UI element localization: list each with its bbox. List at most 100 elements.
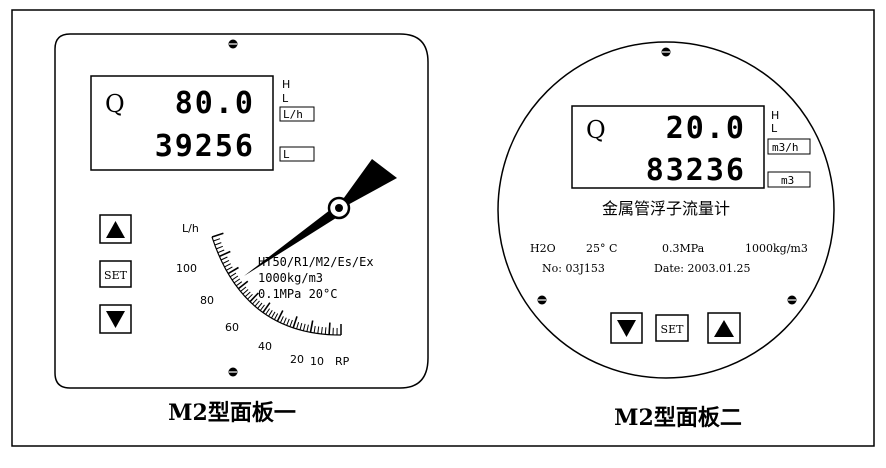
scale-tick	[214, 242, 222, 246]
scale-tick	[259, 304, 265, 311]
scale-tick	[306, 324, 309, 332]
low-indicator: L	[282, 92, 289, 105]
set-button[interactable]: SET	[99, 260, 132, 288]
scale-tick	[283, 317, 287, 325]
scale-tick	[227, 266, 239, 275]
total-unit: m3	[781, 174, 794, 187]
panel-2-caption: M2型面板二	[614, 405, 742, 431]
scale-tick	[324, 327, 327, 335]
total-unit-box	[767, 171, 811, 188]
scale-tick	[217, 249, 225, 254]
scale-tick	[273, 313, 279, 320]
down-button[interactable]	[610, 312, 643, 344]
scale-tick	[257, 302, 263, 309]
device-title: 金属管浮子流量计	[602, 199, 730, 218]
info-pressure: 0.3MPa	[662, 242, 705, 255]
info-medium: H2O	[530, 242, 556, 255]
screw-icon	[787, 295, 797, 305]
scale-tick	[220, 256, 228, 261]
spec-pressure-temp: 0.1MPa 20°C	[258, 287, 337, 301]
screw-icon	[661, 47, 671, 57]
scale-tick	[265, 308, 271, 315]
scale-label-10: 10	[310, 355, 324, 368]
scale-tick	[216, 245, 223, 250]
rate-unit: L/h	[283, 108, 303, 121]
set-button-label: SET	[104, 269, 128, 282]
scale-arc	[211, 236, 342, 336]
scale-tick	[231, 275, 239, 281]
scale-label-20: 20	[290, 353, 304, 366]
lcd-symbol: Q	[105, 90, 125, 118]
info-temperature: 25° C	[586, 242, 617, 255]
scale-tick	[240, 286, 247, 292]
scale-tick	[235, 281, 243, 287]
up-button[interactable]	[707, 312, 741, 344]
up-button[interactable]	[99, 214, 132, 244]
scale-tick	[244, 291, 251, 298]
set-button[interactable]: SET	[655, 314, 689, 342]
scale-tick	[226, 266, 233, 271]
scale-tick	[292, 316, 298, 329]
scale-tick	[237, 280, 249, 290]
scale-tick	[296, 322, 300, 330]
rate-unit: m3/h	[772, 141, 799, 154]
total-unit-box	[279, 146, 315, 162]
rate-unit-box	[279, 106, 315, 122]
needle-pointer	[244, 159, 397, 276]
lcd-display	[571, 105, 765, 189]
scale-tick	[222, 259, 230, 264]
lcd-flow-rate: 80.0	[175, 86, 255, 121]
down-arrow-icon	[617, 320, 636, 337]
scale-tick	[299, 322, 303, 331]
scale-tick	[289, 319, 293, 327]
info-density: 1000kg/m3	[745, 242, 808, 255]
scale-tick	[224, 263, 231, 268]
panel-1-caption: M2型面板一	[168, 400, 296, 426]
low-indicator: L	[771, 122, 778, 135]
scale-tick	[313, 325, 316, 333]
lcd-total: 39256	[155, 129, 255, 164]
scale-label-80: 80	[200, 294, 214, 307]
scale-unit: L/h	[182, 222, 199, 235]
scale-tick	[268, 310, 273, 317]
lcd-display	[90, 75, 274, 171]
panel-1: Q 80.0 39256 H L L/h L SET L/h 100 80 60…	[54, 33, 429, 426]
scale-tick	[279, 316, 284, 323]
scale-label-100: 100	[176, 262, 197, 275]
scale-tick	[233, 278, 241, 284]
lcd-total: 83236	[646, 153, 746, 188]
scale-tick	[286, 318, 290, 326]
panel-2: Q 20.0 83236 H L m3/h m3 金属管浮子流量计 H2O 25…	[497, 41, 835, 431]
scale-tick	[211, 232, 224, 238]
scale-tick	[249, 292, 259, 303]
scale-tick	[252, 298, 258, 305]
scale-label-60: 60	[225, 321, 239, 334]
scale-tick	[219, 250, 231, 258]
scale-tick	[309, 320, 314, 333]
total-unit: L	[283, 148, 290, 161]
scale-tick	[247, 293, 253, 300]
scale-tick	[254, 300, 260, 307]
screw-icon	[537, 295, 547, 305]
scale-ticks	[211, 232, 342, 336]
rate-unit-box	[767, 138, 811, 155]
scale-label-40: 40	[258, 340, 272, 353]
scale-tick	[271, 311, 276, 319]
scale-tick	[317, 326, 320, 334]
up-arrow-icon	[106, 221, 125, 238]
down-arrow-icon	[106, 311, 125, 328]
scale-tick	[328, 322, 331, 335]
scale-tick	[276, 310, 284, 322]
down-button[interactable]	[99, 304, 132, 334]
info-number: No: 03J153	[542, 262, 605, 275]
set-button-label: SET	[661, 323, 685, 336]
scale-tick	[213, 238, 221, 242]
scale-tick	[242, 289, 249, 295]
scale-tick	[262, 302, 271, 313]
high-indicator: H	[282, 78, 290, 91]
scale-label-rp: RP	[335, 355, 350, 368]
scale-tick	[302, 323, 306, 331]
scale-tick	[321, 326, 323, 334]
info-date: Date: 2003.01.25	[654, 262, 751, 275]
